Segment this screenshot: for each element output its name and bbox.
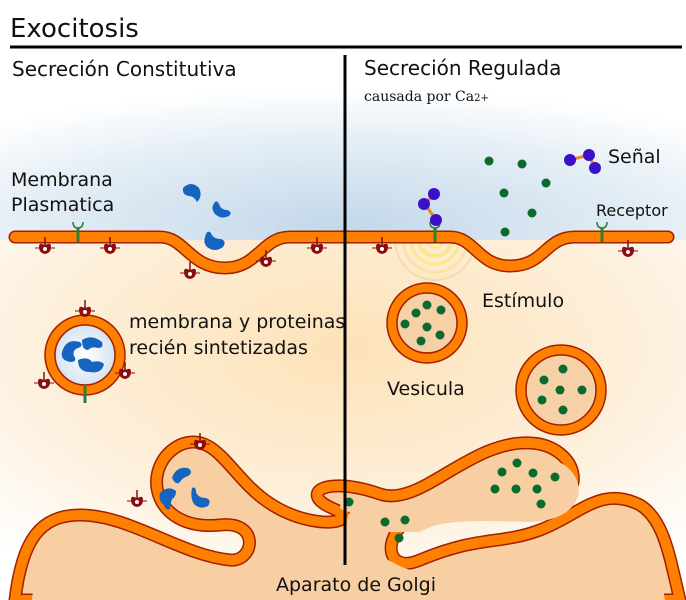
constitutive-vesicle xyxy=(33,299,136,403)
label-receptor: Receptor xyxy=(596,201,668,220)
regulated-vesicle xyxy=(515,344,607,436)
extracellular-space xyxy=(0,60,686,245)
heading-regulated: Secreción Regulada xyxy=(364,56,561,80)
golgi-apparatus xyxy=(8,432,686,600)
heading-constitutive: Secreción Constitutiva xyxy=(12,57,237,81)
label-signal: Señal xyxy=(608,146,661,168)
regulated-cargo-released xyxy=(484,156,551,237)
regulated-vesicle-docking xyxy=(386,282,468,364)
label-vesicle: Vesicula xyxy=(387,378,465,400)
signal-molecule-bound xyxy=(418,188,442,226)
subheading-calcium: causada por Ca2+ xyxy=(364,89,489,105)
label-vesicle-line1: membrana y proteinas xyxy=(129,311,345,333)
label-vesicle-line2: recién sintetizadas xyxy=(129,337,308,359)
label-stimulus: Estímulo xyxy=(482,290,564,312)
diagram-title: Exocitosis xyxy=(10,14,139,44)
label-membrane-line1: Membrana xyxy=(11,169,113,191)
label-membrane-line2: Plasmatica xyxy=(11,194,114,216)
label-golgi: Aparato de Golgi xyxy=(276,574,436,596)
constitutive-cargo xyxy=(182,184,231,250)
signal-molecule-free xyxy=(564,149,601,174)
